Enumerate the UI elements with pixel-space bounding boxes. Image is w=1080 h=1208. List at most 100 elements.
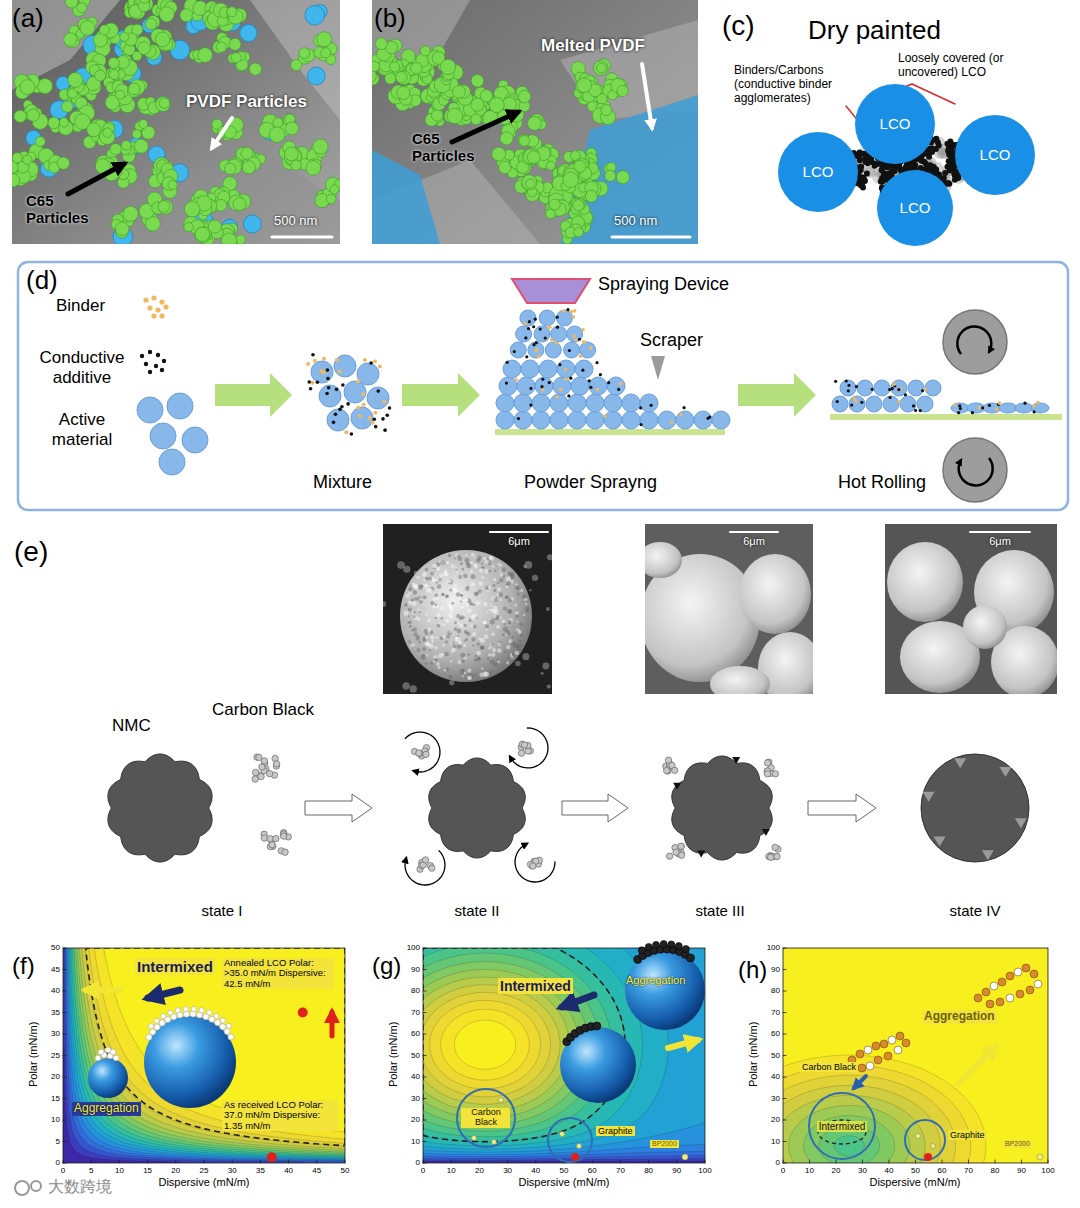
active-particle	[925, 380, 941, 396]
surface-texture	[454, 584, 457, 587]
binder-dot	[572, 315, 576, 319]
surface-texture	[458, 575, 462, 579]
binder-dot	[1036, 401, 1040, 405]
carbon-particle	[330, 185, 339, 194]
conductive-dot	[847, 384, 850, 387]
active-particle	[586, 394, 604, 412]
surface-texture	[445, 594, 449, 598]
surface-texture	[488, 653, 491, 656]
surface-texture	[418, 611, 420, 613]
surface-texture	[409, 621, 412, 624]
pressed-particle	[1015, 403, 1033, 413]
conductive-dot	[971, 411, 974, 414]
substrate-flake	[12, 0, 120, 90]
binder-dot	[573, 309, 577, 313]
binder-dot	[953, 403, 957, 407]
carbon-particle	[317, 32, 332, 47]
surface-texture	[457, 635, 459, 637]
surface-texture	[444, 669, 446, 671]
carbon-black-primary	[282, 849, 288, 855]
surface-texture	[438, 653, 443, 658]
carbon-particle	[139, 119, 148, 128]
active-particle	[622, 394, 640, 412]
surface-texture	[487, 657, 490, 660]
active-particle	[499, 377, 517, 395]
substrate	[495, 429, 725, 435]
binder-dot	[548, 326, 552, 330]
binder-dot	[581, 328, 585, 332]
carbon-particle	[27, 109, 39, 121]
surface-texture	[413, 628, 417, 632]
surface-texture	[497, 648, 502, 653]
surface-texture	[516, 615, 519, 618]
nmc-sphere	[400, 550, 532, 682]
carbon-particle	[48, 117, 60, 129]
carbon-particle	[12, 153, 22, 163]
surface-texture	[492, 648, 496, 652]
surface-texture	[456, 592, 460, 596]
carbon-black-primary	[258, 773, 264, 779]
binder-dot	[579, 354, 583, 358]
conductive-dot	[369, 361, 373, 365]
surface-texture	[440, 560, 445, 565]
surface-texture	[517, 592, 520, 595]
carbon-particle	[159, 7, 174, 22]
surface-texture	[433, 598, 436, 601]
surface-texture	[422, 654, 425, 657]
surface-texture	[496, 625, 500, 629]
active-particle	[351, 407, 373, 429]
sem-background	[372, 0, 698, 244]
active-particle	[900, 396, 916, 412]
carbon-particle	[241, 147, 253, 159]
active-particle	[334, 355, 356, 377]
binder-dot	[335, 358, 339, 362]
process-arrow	[402, 373, 480, 417]
conductive-dot	[548, 381, 551, 384]
carbon-dot	[857, 157, 863, 163]
surface-texture	[491, 653, 495, 657]
surface-texture	[461, 660, 465, 664]
conductive-dot	[144, 362, 148, 366]
surface-texture	[465, 587, 470, 592]
active-particle	[857, 380, 873, 396]
surface-texture	[425, 585, 427, 587]
active-particle	[503, 360, 521, 378]
active-particle	[550, 394, 568, 412]
carbon-particle	[447, 108, 463, 124]
surface-texture	[425, 568, 428, 571]
surface-texture	[484, 569, 489, 574]
active-particle	[694, 411, 712, 429]
surface-texture	[450, 660, 452, 662]
surface-texture	[491, 632, 495, 636]
binder-dot	[319, 369, 323, 373]
conductive-dot	[154, 364, 158, 368]
conductive-dot	[589, 386, 592, 389]
binder-dot	[978, 406, 982, 410]
conductive-dot	[541, 378, 544, 381]
surface-texture	[517, 646, 521, 650]
binder-dot	[378, 364, 382, 368]
carbon-black-primary	[261, 835, 267, 841]
scraper-blade	[651, 356, 665, 380]
surface-texture	[505, 596, 508, 599]
active-particle	[496, 394, 514, 412]
carbon-particle	[180, 9, 193, 22]
binder-dot	[362, 403, 366, 407]
carbon-particle	[573, 200, 584, 211]
surface-texture	[493, 615, 498, 620]
nmc-particle	[429, 758, 525, 858]
surface-texture	[519, 623, 522, 626]
conductive-dot	[383, 428, 387, 432]
carbon-black-primary	[416, 750, 422, 756]
carbon-black-primary	[429, 865, 435, 871]
process-arrow	[738, 373, 816, 417]
carbon-particle	[390, 62, 400, 72]
surface-texture	[404, 603, 408, 607]
carbon-particle	[605, 170, 616, 181]
pointer-arrow	[68, 164, 124, 194]
active-particle	[551, 326, 567, 342]
binder-dot	[322, 357, 326, 361]
surface-texture	[437, 613, 441, 617]
carbon-particle	[184, 222, 193, 231]
binder-dot	[582, 340, 586, 344]
